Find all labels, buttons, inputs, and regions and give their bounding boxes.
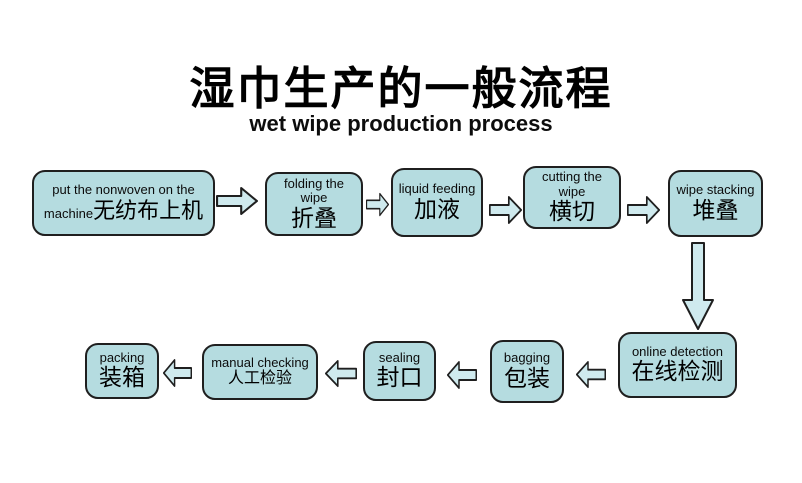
step-label-zh: 堆叠 bbox=[692, 197, 739, 223]
step-box-packing: packing 装箱 bbox=[85, 343, 159, 399]
step-label-zh: 在线检测 bbox=[631, 359, 724, 385]
step-label-en: sealing bbox=[378, 349, 421, 365]
step-label-zh: 横切 bbox=[549, 199, 595, 225]
step-label-en: folding the wipe bbox=[284, 175, 344, 206]
step-box-manual-checking: manual checking 人工检验 bbox=[202, 344, 318, 400]
step-label-en: cutting the wipe bbox=[542, 169, 602, 199]
arrow-right-icon bbox=[366, 192, 389, 217]
step-label-zh: 无纺布上机 bbox=[93, 197, 204, 223]
arrow-left-icon bbox=[576, 360, 606, 389]
step-label-en: liquid feeding bbox=[398, 181, 476, 197]
step-label-zh: 人工检验 bbox=[227, 370, 292, 388]
step-label-en: put the nonwoven on the machine bbox=[43, 182, 195, 221]
step-box-online-detection: online detection 在线检测 bbox=[618, 332, 737, 398]
arrow-right-icon bbox=[216, 186, 258, 216]
arrow-left-icon bbox=[163, 358, 192, 388]
step-label-zh: 封口 bbox=[376, 365, 423, 391]
step-label-en: online detection bbox=[631, 343, 724, 359]
arrow-down-icon bbox=[682, 242, 714, 330]
step-label-zh: 装箱 bbox=[99, 365, 145, 391]
step-box-folding: folding the wipe 折叠 bbox=[265, 172, 363, 236]
page-subtitle: wet wipe production process bbox=[249, 111, 553, 136]
step-label-en: wipe stacking bbox=[676, 182, 755, 198]
arrow-right-icon bbox=[489, 195, 522, 225]
arrow-left-icon bbox=[447, 360, 477, 390]
step-box-cutting: cutting the wipe 横切 bbox=[523, 166, 621, 229]
step-box-sealing: sealing 封口 bbox=[363, 341, 436, 401]
step-label-zh: 包装 bbox=[504, 365, 550, 391]
arrow-right-icon bbox=[627, 195, 660, 225]
step-label-en: bagging bbox=[503, 350, 551, 366]
step-label-zh: 加液 bbox=[414, 196, 460, 222]
page-title: 湿巾生产的一般流程 bbox=[189, 64, 613, 114]
step-box-stacking: wipe stacking 堆叠 bbox=[668, 170, 763, 237]
step-label-en: packing bbox=[99, 349, 145, 365]
step-label-en: manual checking bbox=[211, 354, 309, 370]
arrow-left-icon bbox=[325, 359, 357, 388]
step-box-nonwoven: put the nonwoven on the machine无纺布上机 bbox=[32, 170, 215, 236]
step-box-bagging: bagging 包装 bbox=[490, 340, 564, 403]
step-label-zh: 折叠 bbox=[291, 205, 337, 231]
step-box-liquid-feeding: liquid feeding 加液 bbox=[391, 168, 483, 237]
